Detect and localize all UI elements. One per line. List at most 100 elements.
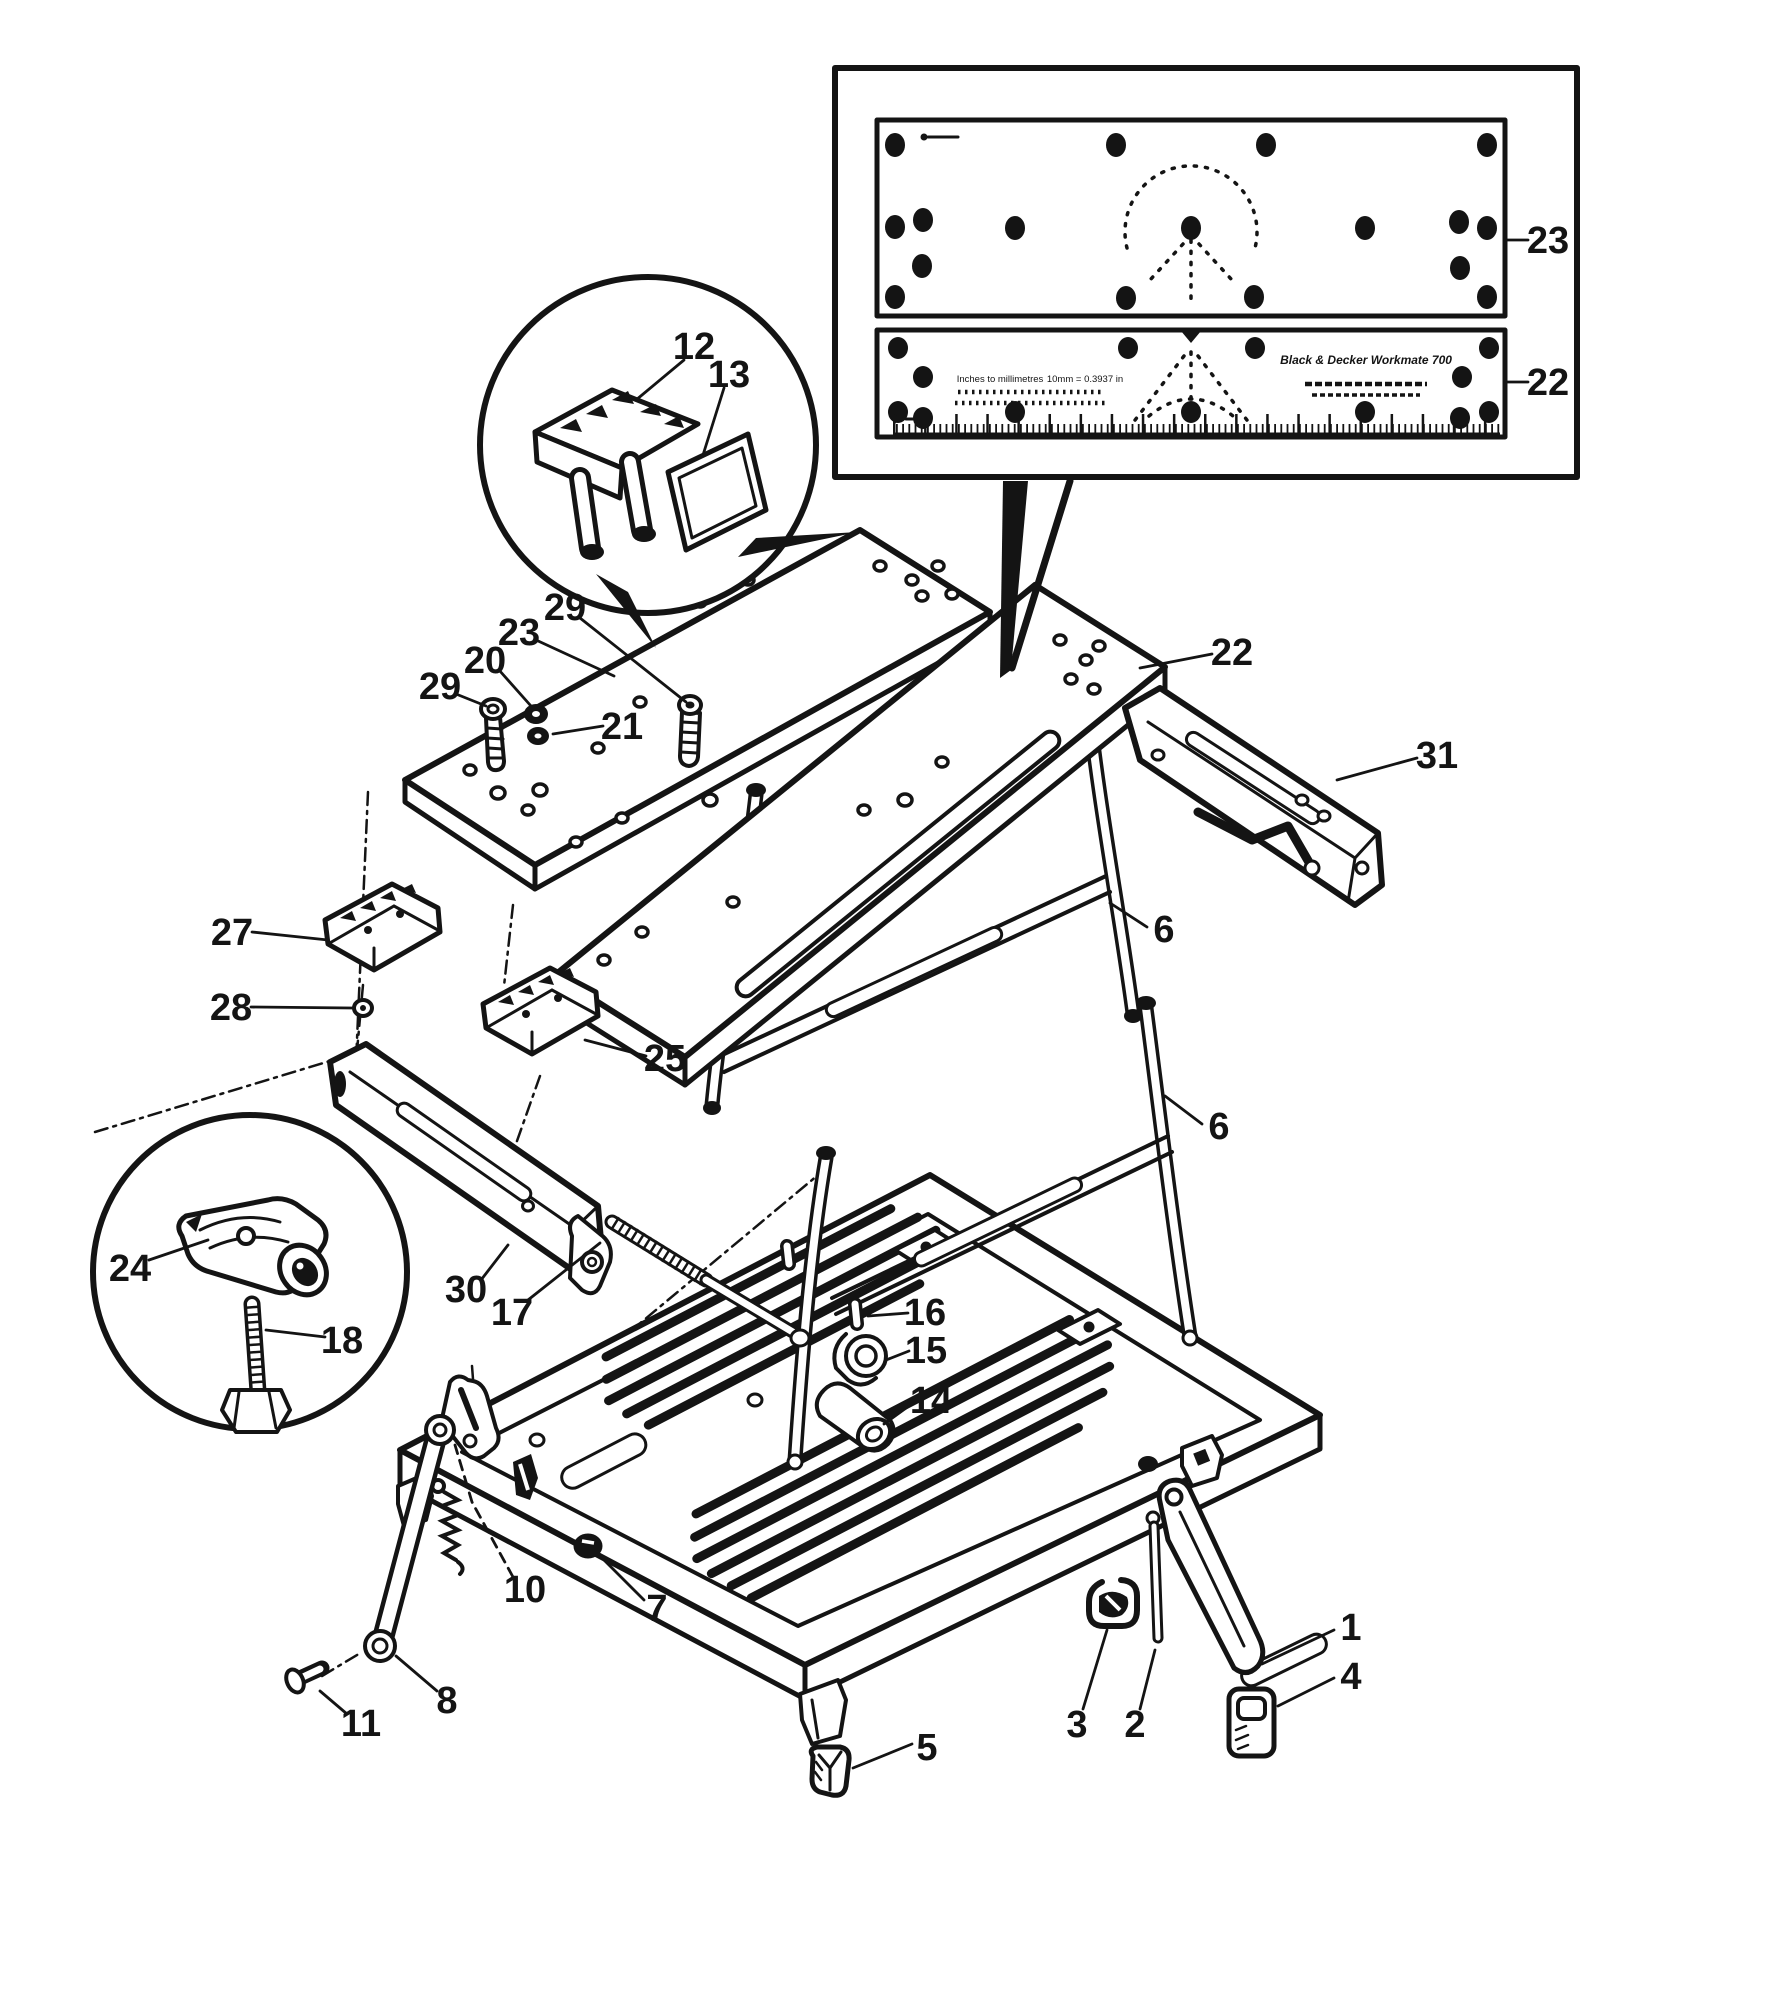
leader-29-right xyxy=(578,616,688,704)
front-board-slot xyxy=(734,729,1062,999)
part-16-pins xyxy=(780,1239,864,1331)
callout-3: 3 xyxy=(1066,1704,1087,1746)
leader-4 xyxy=(1276,1676,1336,1708)
callout-12: 12 xyxy=(673,326,715,368)
callout-22-inset: 22 xyxy=(1527,362,1569,404)
leader-31 xyxy=(1335,756,1419,782)
part-3-clip xyxy=(1086,1577,1140,1629)
callout-29-left: 29 xyxy=(419,666,461,708)
leader-24 xyxy=(147,1238,210,1262)
rail-slot-left xyxy=(560,1432,648,1490)
leader-22-board xyxy=(1138,652,1214,670)
panel-22-dog-holes xyxy=(888,337,1499,429)
leader-25 xyxy=(583,1038,648,1058)
leader-3 xyxy=(1081,1628,1109,1711)
bolt-29-right xyxy=(677,694,703,768)
callout-8: 8 xyxy=(436,1680,457,1722)
callout-29-right: 29 xyxy=(544,587,586,629)
bolt-29-left xyxy=(479,697,507,773)
crank-handle xyxy=(1193,807,1315,869)
part-15-bushing xyxy=(832,1332,888,1387)
callout-6-lower: 6 xyxy=(1208,1106,1229,1148)
callout-28: 28 xyxy=(210,987,252,1029)
callout-17: 17 xyxy=(491,1292,533,1334)
panel-22-ruler xyxy=(893,414,1500,436)
part-31-handle-beam xyxy=(1122,685,1385,908)
washer-21 xyxy=(527,727,549,745)
callout-22-board: 22 xyxy=(1211,632,1253,674)
conversion-title: Inches to millimetres xyxy=(957,374,1044,385)
leader-6-lower xyxy=(1163,1094,1204,1126)
pointer-arrow-left xyxy=(596,574,656,648)
part-27-jaw-block xyxy=(322,881,443,973)
callout-1: 1 xyxy=(1340,1607,1361,1649)
part-2-pivot-pin xyxy=(1145,1510,1164,1644)
callout-27: 27 xyxy=(211,912,253,954)
part-5-foot-cap xyxy=(808,1744,852,1798)
callout-20: 20 xyxy=(464,640,506,682)
part-12-clamp-peg xyxy=(532,387,701,560)
leader-2 xyxy=(1138,1648,1157,1711)
worktop-detail-inset: Black & Decker Workmate 700 Inches to mi… xyxy=(832,65,1580,678)
protractor-markings xyxy=(1123,164,1259,302)
leader-12 xyxy=(634,358,686,402)
leader-18 xyxy=(264,1328,327,1339)
part-11-bolt xyxy=(284,1660,330,1695)
leader-10 xyxy=(453,1443,515,1579)
callout-10: 10 xyxy=(504,1569,546,1611)
part-1-leg xyxy=(1156,1477,1266,1675)
callout-7: 7 xyxy=(646,1588,667,1630)
worktop-panel-23 xyxy=(874,117,1508,319)
detail-circle-clamp-peg xyxy=(477,274,858,648)
foot-bottom xyxy=(798,1678,848,1746)
worktop-panel-22: Black & Decker Workmate 700 Inches to mi… xyxy=(874,327,1508,440)
callout-15: 15 xyxy=(905,1330,947,1372)
leader-1 xyxy=(1260,1628,1336,1666)
callout-14: 14 xyxy=(910,1380,952,1422)
part-25-jaw-block xyxy=(480,965,601,1057)
callout-11: 11 xyxy=(341,1703,381,1745)
part-30-clamp-beam xyxy=(327,1041,613,1296)
callout-16: 16 xyxy=(904,1292,946,1334)
callout-18: 18 xyxy=(321,1320,363,1362)
callout-31: 31 xyxy=(1416,735,1458,777)
part-18-bolt xyxy=(220,1295,292,1434)
part-8-link-rod xyxy=(363,1414,456,1663)
panel-23-dog-holes xyxy=(885,133,1497,310)
part-4-foot-pad xyxy=(1226,1686,1277,1759)
callout-23-inset: 23 xyxy=(1527,220,1569,262)
callout-21: 21 xyxy=(601,706,643,748)
leader-14 xyxy=(882,1401,915,1426)
callout-4: 4 xyxy=(1340,1656,1361,1698)
callout-13: 13 xyxy=(708,354,750,396)
leader-7 xyxy=(598,1554,646,1602)
leader-5 xyxy=(851,1742,914,1770)
leader-17 xyxy=(526,1241,602,1302)
leader-29-left xyxy=(454,692,488,708)
leader-6-upper xyxy=(1108,901,1149,929)
part-14-roller xyxy=(814,1381,896,1453)
leader-8 xyxy=(394,1654,439,1693)
part-7-nut xyxy=(573,1533,603,1559)
pointer-arrow-right xyxy=(738,532,858,557)
part-13-plate xyxy=(665,431,769,553)
leader-27 xyxy=(250,930,330,942)
washer-28 xyxy=(352,998,374,1018)
callout-labels: 23 22 12 13 29 23 20 29 21 22 31 6 6 27 … xyxy=(109,220,1569,1769)
conversion-note: 10mm = 0.3937 in xyxy=(1047,374,1123,385)
h-frame-lower xyxy=(786,996,1199,1471)
leader-21 xyxy=(551,724,605,736)
part-10-latch-lever xyxy=(440,1374,501,1461)
brand-text: Black & Decker Workmate 700 xyxy=(1280,353,1452,367)
front-board-screw-holes xyxy=(596,633,1107,967)
callout-leader-lines xyxy=(147,238,1530,1770)
callout-30: 30 xyxy=(445,1269,487,1311)
leader-30 xyxy=(479,1243,510,1282)
leader-16 xyxy=(866,1311,910,1318)
detail-circle-swivel-grip xyxy=(90,1112,410,1434)
washer-20 xyxy=(524,704,548,724)
leader-23-screw xyxy=(534,638,616,678)
callout-5: 5 xyxy=(916,1727,937,1769)
callout-2: 2 xyxy=(1124,1704,1145,1746)
